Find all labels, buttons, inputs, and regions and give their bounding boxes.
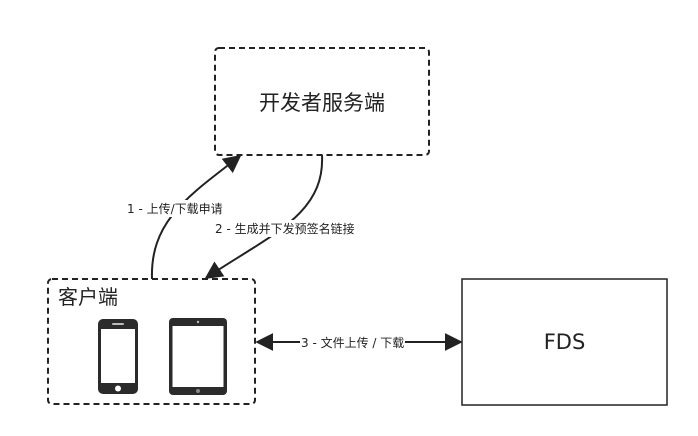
transfer-label: 3 - 文件上传 / 下载 — [300, 334, 406, 351]
fds-box — [461, 278, 668, 406]
request-arrow — [150, 154, 242, 280]
request-label: 1 - 上传/下载申请 — [126, 200, 224, 217]
client-label: 客户端 — [58, 285, 118, 309]
developer-server-label: 开发者服务端 — [259, 90, 385, 115]
tablet-icon — [169, 318, 227, 395]
phone-icon — [98, 319, 138, 394]
presign-label: 2 - 生成并下发预签名链接 — [214, 220, 356, 237]
fds-label: FDS — [543, 330, 586, 354]
